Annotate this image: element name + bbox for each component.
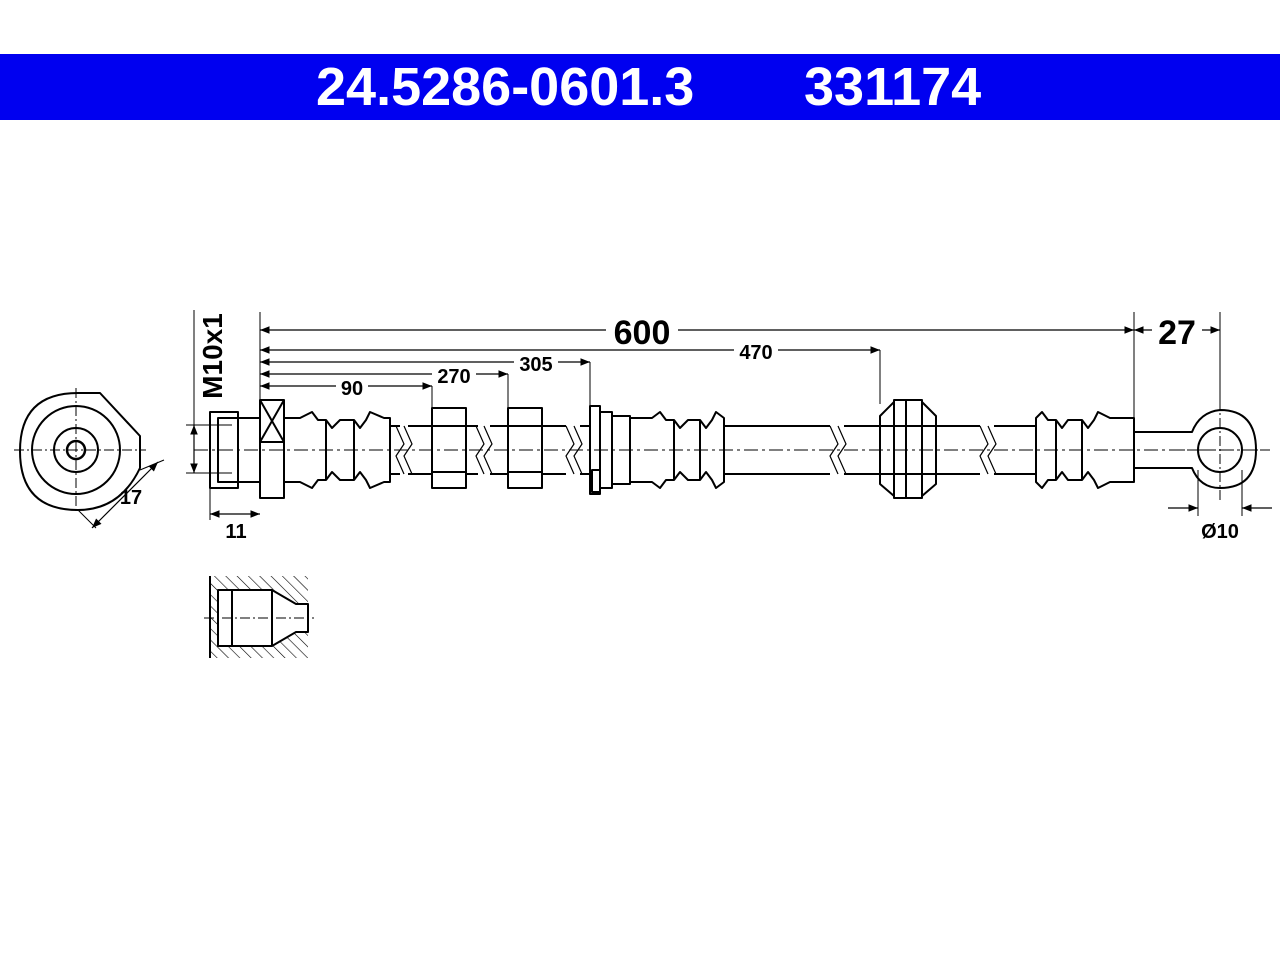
dim-270-label: 270 (437, 366, 470, 388)
dimension-lines (186, 310, 1221, 520)
dim-600-label: 600 (614, 314, 671, 352)
clip-1 (431, 407, 467, 489)
hex-width-label: 17 (120, 487, 142, 509)
part-number: 24.5286-0601.3 (316, 57, 695, 117)
hex-dim-line (91, 461, 159, 529)
article-number: 331174 (804, 57, 982, 117)
section-view (204, 576, 314, 658)
grommet (879, 399, 937, 499)
end-view (14, 388, 165, 529)
hose-right (936, 425, 1036, 475)
banjo-eye (1133, 400, 1272, 516)
dim-270-bg (432, 364, 476, 386)
dim-470-label: 470 (739, 342, 772, 364)
thread-length-label: 11 (225, 521, 246, 543)
hex-flange (259, 399, 285, 499)
hose-middle (724, 425, 880, 475)
dim-90-bg (336, 376, 368, 398)
header-bar: 24.5286-0601.3 331174 (0, 54, 1280, 120)
dim-470-bg (734, 340, 778, 362)
end-view-bore (65, 439, 87, 461)
dim-305-bg (514, 352, 558, 374)
thread-label: M10x1 (197, 313, 228, 399)
dim-600-bg (606, 312, 678, 348)
hose (390, 407, 590, 489)
dim-27-label: 27 (1158, 314, 1196, 352)
tube-nut (200, 399, 285, 499)
dim-305-label: 305 (519, 354, 552, 376)
clip-2 (507, 407, 543, 489)
dim-27-bg (1152, 314, 1202, 348)
eye-diameter-label: Ø10 (1201, 521, 1239, 543)
dim-90-label: 90 (341, 378, 363, 400)
